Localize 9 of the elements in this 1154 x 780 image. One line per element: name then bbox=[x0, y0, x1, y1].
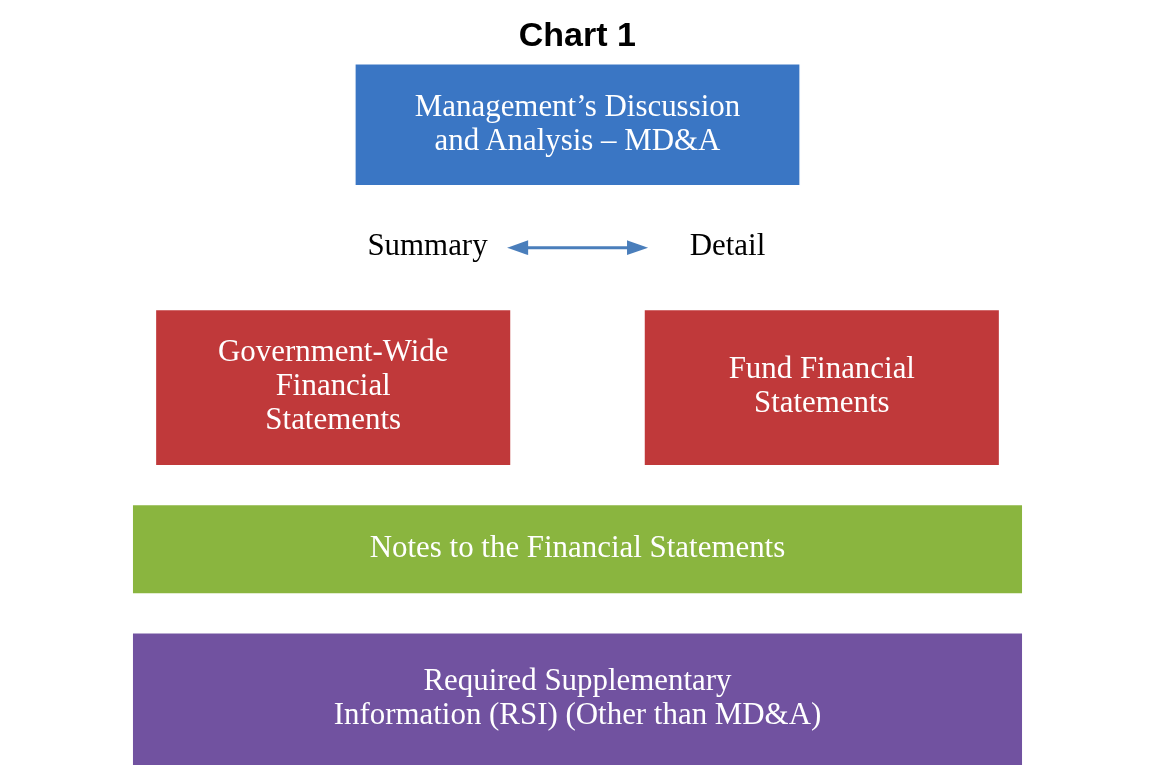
node-box: Notes to the Financial Statements bbox=[130, 503, 1024, 595]
node-text: Summary bbox=[366, 227, 488, 263]
diagram-title: Chart 1 bbox=[518, 15, 636, 54]
node-box: Management’s Discussion and Analysis – MD&A bbox=[353, 62, 801, 187]
arrow bbox=[506, 240, 648, 256]
node-box: Government-Wide Financial Statements bbox=[154, 308, 512, 467]
node-box: Fund Financial Statements bbox=[642, 308, 1000, 467]
node-box: Required Supplementary Information (RSI) (Other than MD&A) bbox=[130, 632, 1024, 767]
node-text: Detail bbox=[689, 227, 765, 263]
